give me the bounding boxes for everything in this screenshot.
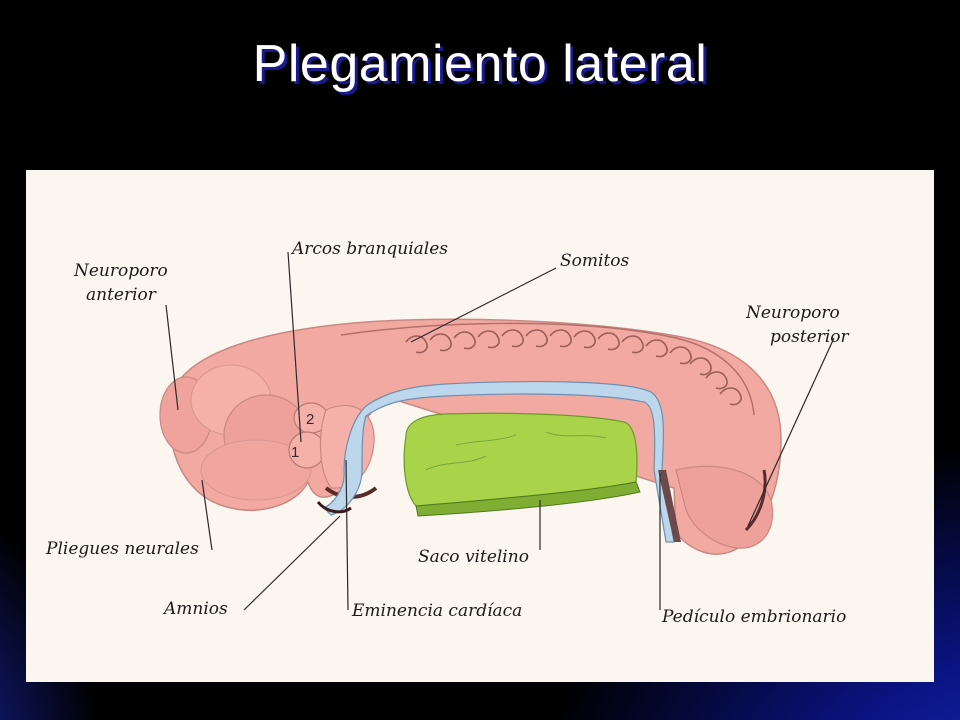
leader-eminencia-cardiaca: [345, 459, 349, 611]
leader-amnios: [243, 515, 341, 611]
body-stalk: [658, 470, 681, 542]
somite: [719, 387, 742, 406]
posterior-neuropore-opening: [744, 469, 767, 532]
embryo-diagram: 2 1: [26, 170, 934, 682]
yolk-sac-vessel: [425, 431, 607, 471]
somite: [689, 357, 712, 376]
somite: [669, 346, 692, 365]
label-neuroporo-anterior-1: Neuroporo: [73, 261, 168, 281]
somites: [405, 329, 742, 406]
leader-arcos-branquiales: [287, 251, 302, 443]
label-pliegues-neurales: Pliegues neurales: [45, 539, 199, 559]
leader-neuroporo-anterior: [165, 304, 179, 411]
label-neuroporo-posterior-2: posterior: [770, 327, 850, 347]
somite: [705, 371, 728, 390]
leader-pliegues-neurales: [201, 479, 213, 551]
label-eminencia-cardiaca: Eminencia cardíaca: [351, 601, 522, 621]
neural-groove: [340, 322, 755, 416]
yolk-sac-rim: [415, 481, 641, 517]
arch-number-2: 2: [306, 411, 314, 428]
arch-number-1: 1: [291, 444, 299, 461]
somite: [525, 329, 548, 348]
somite: [549, 329, 572, 348]
label-neuroporo-posterior-1: Neuroporo: [745, 303, 840, 323]
label-amnios: Amnios: [162, 599, 228, 619]
somite: [597, 332, 620, 351]
label-somitos: Somitos: [560, 251, 630, 271]
label-pediculo-embrionario: Pedículo embrionario: [661, 607, 846, 627]
somite: [405, 335, 428, 354]
somite: [429, 333, 452, 352]
slide-title: Plegamiento lateral: [252, 35, 708, 93]
label-arcos-branquiales: Arcos branquiales: [290, 239, 448, 259]
embryo-figure: 2 1: [26, 170, 934, 682]
leader-somitos: [410, 267, 557, 343]
label-neuroporo-anterior-2: anterior: [86, 285, 157, 305]
neural-fold-lower: [200, 439, 312, 501]
label-saco-vitelino: Saco vitelino: [418, 547, 529, 567]
somite: [621, 335, 644, 354]
somite: [573, 330, 596, 349]
ventral-shadow: [316, 500, 352, 514]
somite: [501, 329, 524, 348]
somite: [477, 330, 500, 349]
leader-neuroporo-posterior: [747, 337, 835, 527]
somite: [645, 339, 668, 358]
somite: [453, 331, 476, 350]
